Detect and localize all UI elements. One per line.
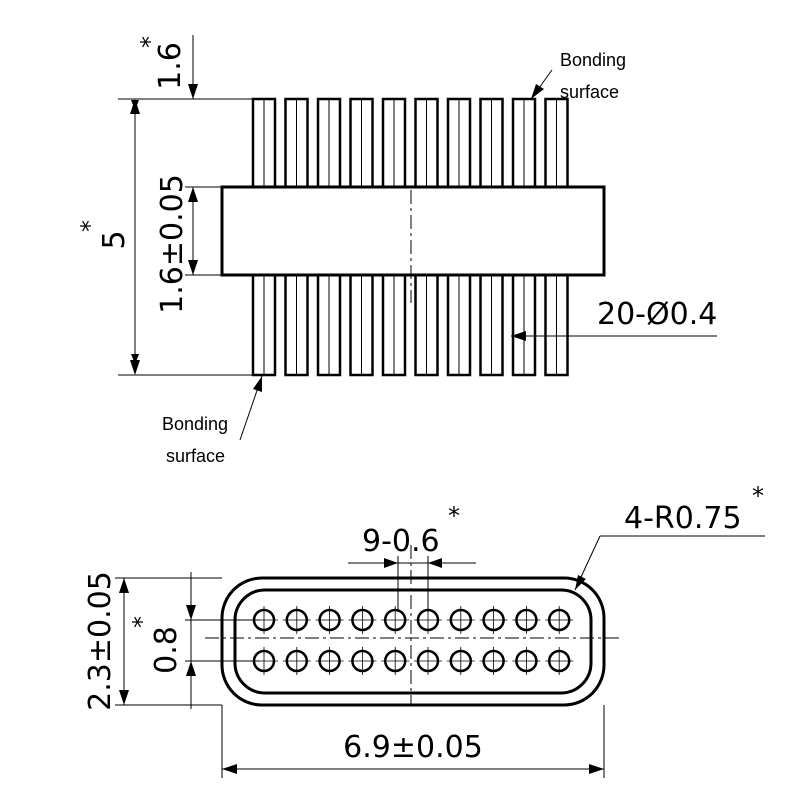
dim-total-height-mark: * [76,220,104,232]
hole-array [250,606,574,675]
bonding-surface-top-line1: Bonding [560,50,626,70]
bonding-surface-top-line2: surface [560,82,619,102]
connector-body [220,185,606,277]
dim-pitch: 9-0.6 [362,524,440,559]
dim-corner-radius-mark: * [752,482,764,510]
dim-top-gap: 1.6 [153,42,188,90]
dim-row-gap: 0.8 [149,626,184,674]
bonding-surface-bottom-line1: Bonding [162,414,228,434]
bottom-view: 9-0.6 * 4-R0.75 * 2.3±0.05 0.8 * 6.9±0.0… [83,482,765,778]
dim-body-height: 1.6±0.05 [155,174,190,314]
pin-array [251,97,569,377]
dim-outline-height: 2.3±0.05 [83,571,118,711]
inner-outline [233,588,593,695]
dim-total-height: 5 [97,230,132,249]
dim-pitch-mark: * [448,502,460,530]
top-view: 5 * 1.6 * 1.6±0.05 20-Ø0.4 Bonding surfa… [76,35,717,466]
dim-outline-width: 6.9±0.05 [343,730,483,765]
dim-pin-count-diameter: 20-Ø0.4 [597,297,717,332]
dim-row-gap-mark: * [128,616,156,628]
dim-corner-radius: 4-R0.75 [624,501,742,536]
dim-top-gap-mark: * [136,36,164,48]
bonding-surface-bottom-line2: surface [166,446,225,466]
outer-outline [220,576,606,707]
